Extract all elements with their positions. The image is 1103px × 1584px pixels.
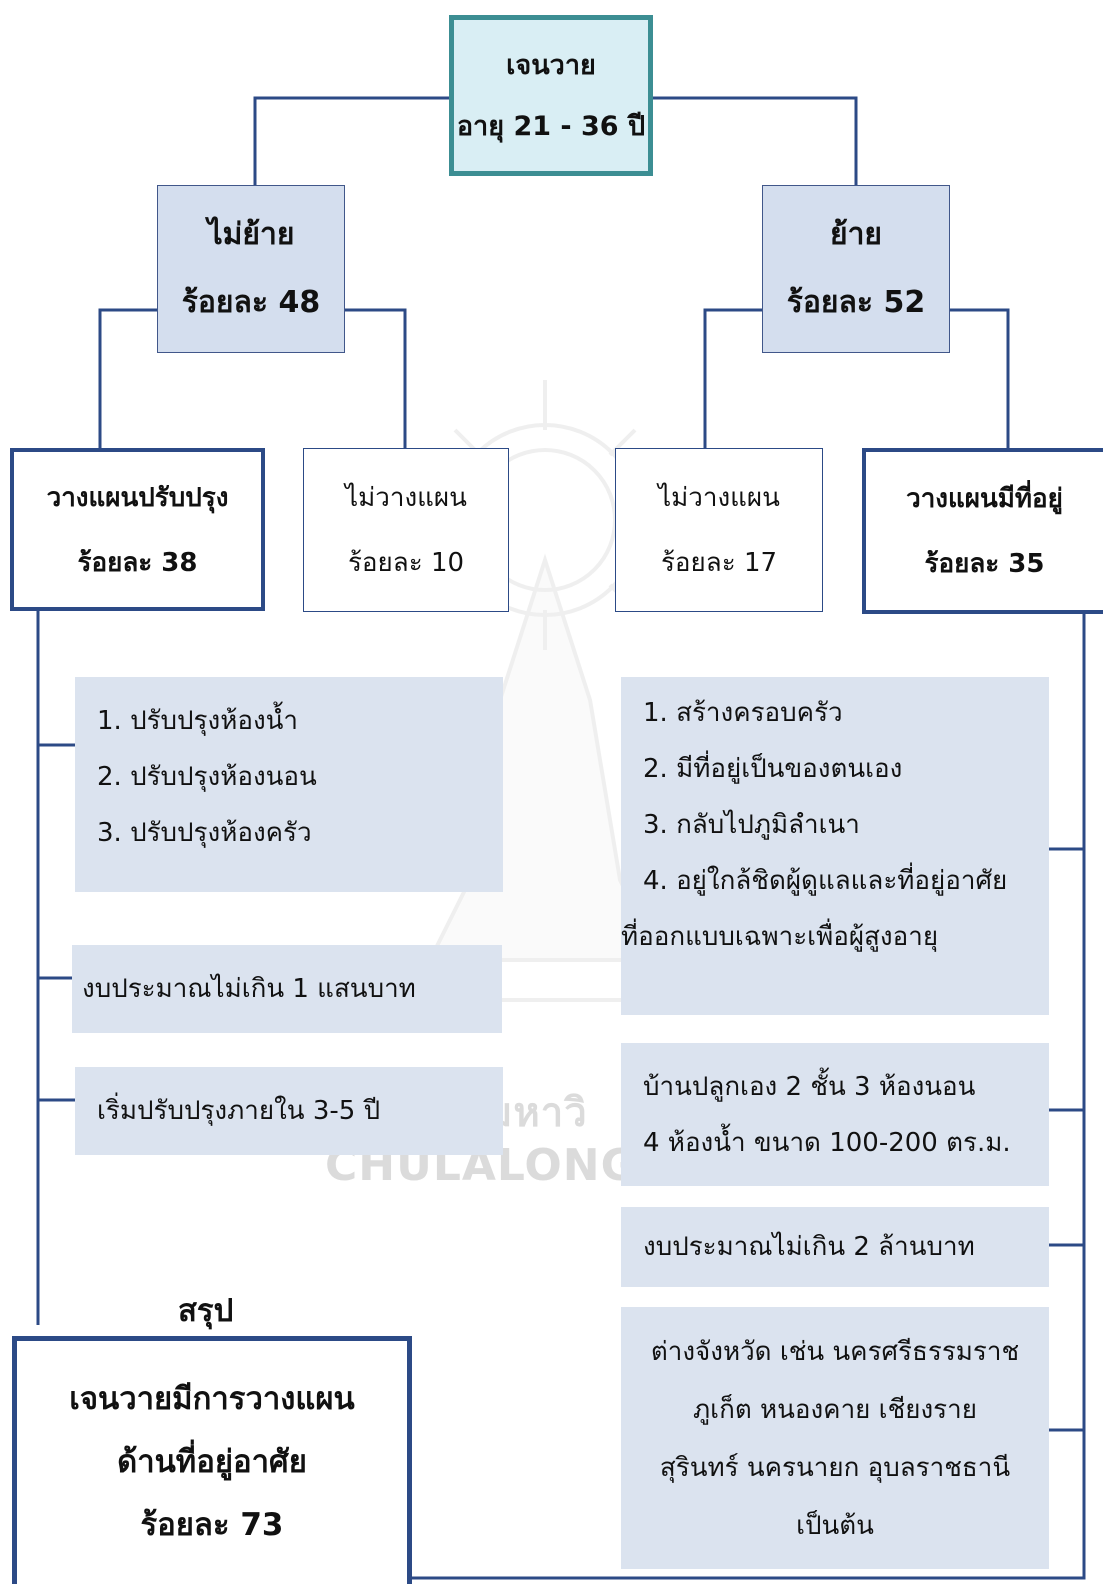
renovate-budget-panel: งบประมาณไม่เกิน 1 แสนบาท — [72, 945, 502, 1033]
no-move-node: ไม่ย้าย ร้อยละ 48 — [157, 185, 345, 353]
no-move-label: ไม่ย้าย — [207, 217, 295, 252]
summary-box: เจนวายมีการวางแผน ด้านที่อยู่อาศัย ร้อยล… — [12, 1336, 412, 1584]
move-node: ย้าย ร้อยละ 52 — [762, 185, 950, 353]
no-plan-left-percent: ร้อยละ 10 — [347, 548, 465, 578]
housing-budget-panel: งบประมาณไม่เกิน 2 ล้านบาท — [621, 1207, 1049, 1287]
housing-location-panel: ต่างจังหวัด เช่น นครศรีธรรมราช ภูเก็ต หน… — [621, 1307, 1049, 1569]
root-node: เจนวาย อายุ 21 - 36 ปี — [449, 15, 653, 176]
housing-reason: 1. สร้างครอบครัว — [643, 698, 843, 728]
renovate-item: 1. ปรับปรุงห้องน้ำ — [97, 706, 299, 736]
summary-line: ร้อยละ 73 — [140, 1507, 284, 1543]
summary-title: สรุป — [178, 1293, 234, 1329]
plan-housing-node: วางแผนมีที่อยู่ ร้อยละ 35 — [862, 448, 1103, 614]
plan-renovate-percent: ร้อยละ 38 — [77, 547, 198, 578]
no-plan-left-label: ไม่วางแผน — [345, 483, 467, 513]
summary-line: เจนวายมีการวางแผน — [69, 1381, 355, 1417]
plan-renovate-node: วางแผนปรับปรุง ร้อยละ 38 — [10, 448, 265, 611]
summary-line: ด้านที่อยู่อาศัย — [117, 1444, 307, 1480]
housing-type-line: บ้านปลูกเอง 2 ชั้น 3 ห้องนอน — [643, 1071, 976, 1102]
housing-location-line: ภูเก็ต หนองคาย เชียงราย — [693, 1395, 977, 1425]
housing-location-line: ต่างจังหวัด เช่น นครศรีธรรมราช — [650, 1337, 1020, 1367]
no-plan-left-node: ไม่วางแผน ร้อยละ 10 — [303, 448, 509, 612]
plan-renovate-label: วางแผนปรับปรุง — [46, 482, 229, 513]
no-plan-right-label: ไม่วางแผน — [658, 483, 780, 513]
housing-type-panel: บ้านปลูกเอง 2 ชั้น 3 ห้องนอน 4 ห้องน้ำ ข… — [621, 1043, 1049, 1186]
no-plan-right-node: ไม่วางแผน ร้อยละ 17 — [615, 448, 823, 612]
no-move-percent: ร้อยละ 48 — [181, 285, 321, 320]
renovate-time-panel: เริ่มปรับปรุงภายใน 3-5 ปี — [75, 1067, 503, 1155]
renovate-items-panel: 1. ปรับปรุงห้องน้ำ 2. ปรับปรุงห้องนอน 3.… — [75, 677, 503, 892]
root-label: เจนวาย — [506, 49, 596, 81]
housing-reason: 4. อยู่ใกล้ชิดผู้ดูแลและที่อยู่อาศัย — [643, 866, 1008, 896]
housing-budget: งบประมาณไม่เกิน 2 ล้านบาท — [643, 1232, 975, 1262]
plan-housing-label: วางแผนมีที่อยู่ — [906, 484, 1063, 514]
renovate-item: 3. ปรับปรุงห้องครัว — [97, 818, 312, 848]
renovate-time: เริ่มปรับปรุงภายใน 3-5 ปี — [97, 1096, 381, 1126]
move-label: ย้าย — [829, 217, 882, 252]
housing-reason: 2. มีที่อยู่เป็นของตนเอง — [643, 754, 903, 784]
root-age: อายุ 21 - 36 ปี — [456, 110, 646, 142]
no-plan-right-percent: ร้อยละ 17 — [660, 548, 778, 578]
housing-type-line: 4 ห้องน้ำ ขนาด 100-200 ตร.ม. — [643, 1127, 1011, 1158]
plan-housing-percent: ร้อยละ 35 — [924, 549, 1045, 579]
housing-location-line: เป็นต้น — [796, 1511, 874, 1541]
renovate-item: 2. ปรับปรุงห้องนอน — [97, 762, 317, 792]
move-percent: ร้อยละ 52 — [786, 285, 926, 320]
renovate-budget: งบประมาณไม่เกิน 1 แสนบาท — [82, 974, 416, 1004]
housing-reason: 3. กลับไปภูมิลำเนา — [643, 810, 860, 840]
housing-reason: ที่ออกแบบเฉพาะเพื่อผู้สูงอายุ — [621, 922, 939, 952]
housing-reasons-panel: 1. สร้างครอบครัว 2. มีที่อยู่เป็นของตนเอ… — [621, 677, 1049, 1015]
housing-location-line: สุรินทร์ นครนายก อุบลราชธานี — [659, 1453, 1011, 1483]
